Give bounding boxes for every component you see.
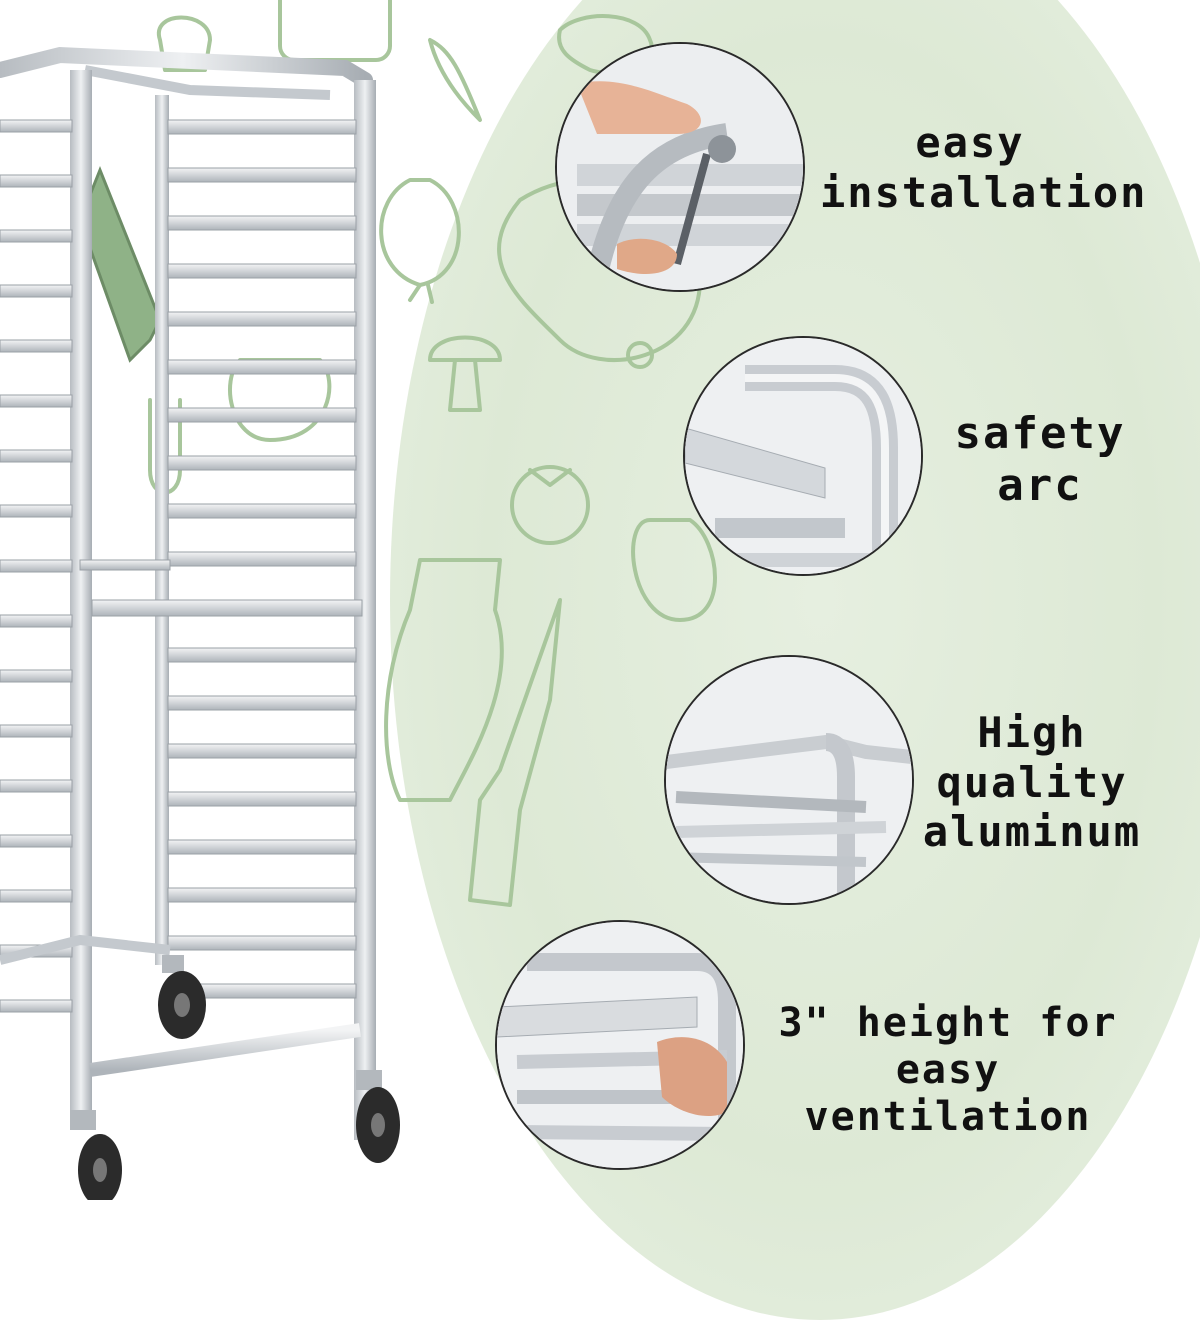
feature-circle-easy-installation (555, 42, 805, 292)
feature-line: quality (936, 757, 1128, 807)
feature-circle-ventilation (495, 920, 745, 1170)
chef-hat-icon (156, 15, 212, 72)
caster-wheel-icon (70, 1110, 122, 1200)
tray-slide-icon (497, 922, 743, 1168)
leaf-icon (428, 38, 482, 122)
feature-label-easy-installation: easy installation (820, 118, 1148, 217)
mushroom-icon (428, 335, 502, 412)
knife-icon (468, 598, 562, 907)
caster-wheel-icon (356, 1070, 400, 1163)
feature-line: easy ventilation (804, 1047, 1092, 1141)
feature-line: easy (915, 118, 1025, 167)
rounded-arc-icon (685, 338, 921, 574)
feature-label-ventilation: 3" height for easy ventilation (748, 1000, 1148, 1142)
bun-pan-rack-icon (0, 46, 400, 1200)
feature-line: arc (997, 459, 1083, 511)
feature-line: safety (954, 408, 1126, 459)
feature-label-aluminum: High quality aluminum (912, 708, 1152, 857)
tomato-icon (510, 465, 590, 545)
bottle-icon (384, 558, 504, 802)
feature-circle-aluminum (664, 655, 914, 905)
feature-line: 3" height for (778, 1000, 1118, 1046)
feature-circle-safety-arc (683, 336, 923, 576)
feature-line: High (977, 708, 1087, 757)
clamp-hands-icon (557, 44, 803, 290)
garlic-icon (228, 358, 332, 442)
feature-label-safety-arc: safety arc (930, 408, 1150, 512)
onion-icon (379, 178, 461, 304)
feature-line: installation (820, 167, 1148, 217)
feature-line: aluminum (922, 807, 1142, 857)
caster-wheel-icon (158, 955, 206, 1039)
aluminum-rail-icon (666, 657, 912, 903)
